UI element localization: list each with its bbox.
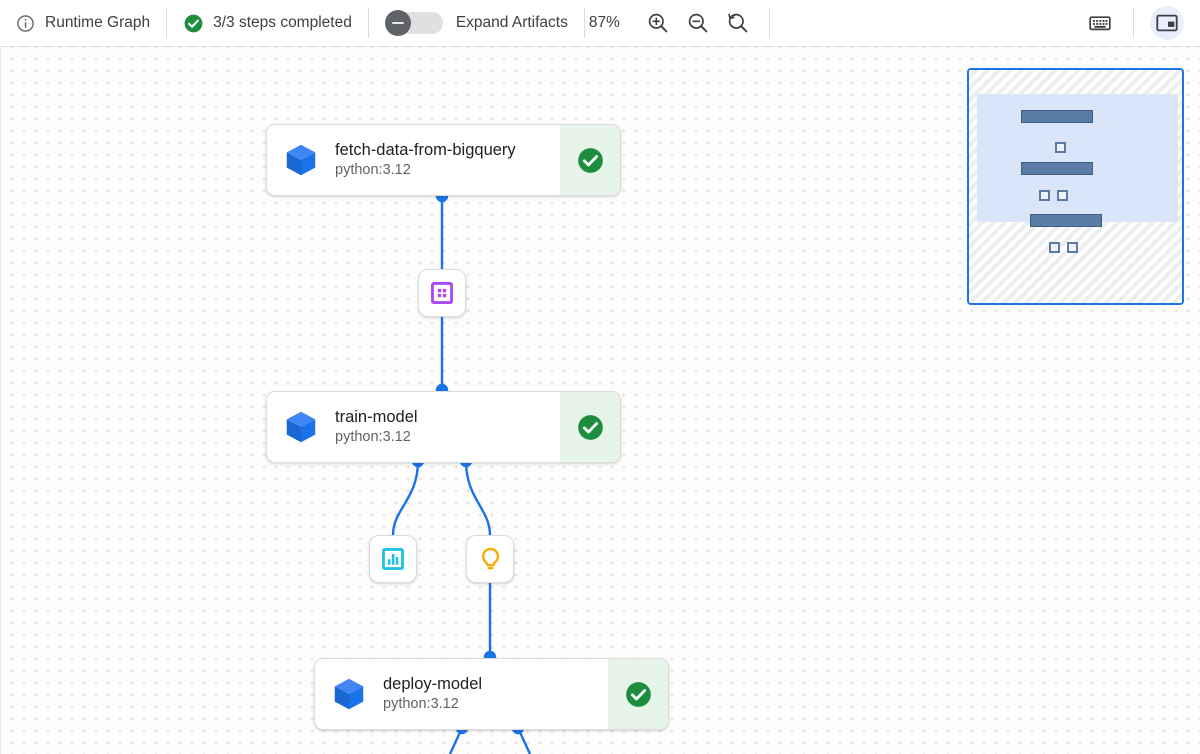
minimap-node (1021, 110, 1093, 123)
minimap-node (1030, 214, 1102, 227)
runtime-graph-title-group: Runtime Graph (0, 0, 166, 47)
check-circle-icon (183, 13, 204, 34)
minimap-artifact (1049, 242, 1060, 253)
node-title: train-model (335, 408, 418, 426)
bar-chart-icon (382, 548, 404, 570)
top-toolbar: Runtime Graph 3/3 steps completed Expand… (0, 0, 1200, 47)
toolbar-divider-3 (583, 8, 585, 38)
zoom-out-icon[interactable] (681, 6, 715, 40)
expand-artifacts-group: Expand Artifacts (369, 0, 584, 47)
artifact-dataset[interactable] (418, 269, 466, 317)
node-deploy-model[interactable]: deploy-model python:3.12 (314, 658, 669, 730)
minimap-artifact (1067, 242, 1078, 253)
toolbar-spacer (770, 0, 1067, 47)
minimap-artifact (1039, 190, 1050, 201)
graph-minimap[interactable] (967, 68, 1184, 305)
node-title: deploy-model (383, 675, 483, 693)
check-circle-icon (577, 414, 603, 440)
node-title: fetch-data-from-bigquery (335, 141, 516, 159)
graph-canvas[interactable]: fetch-data-from-bigquery python:3.12 (0, 47, 1200, 754)
cube-icon (267, 392, 335, 462)
toggle-knob (384, 10, 411, 36)
minimap-node (1021, 162, 1093, 175)
toolbar-divider-5 (1133, 8, 1134, 38)
toolbar-divider-4 (768, 8, 770, 38)
node-subtitle: python:3.12 (335, 162, 411, 178)
node-fetch-data-from-bigquery[interactable]: fetch-data-from-bigquery python:3.12 (266, 124, 621, 196)
zoom-in-icon[interactable] (641, 6, 675, 40)
expand-artifacts-toggle[interactable] (384, 10, 443, 36)
toolbar-divider-1 (166, 8, 168, 38)
minimap-artifact (1055, 142, 1066, 153)
node-subtitle: python:3.12 (335, 429, 411, 445)
check-circle-icon (577, 147, 603, 173)
dataset-icon (431, 282, 453, 304)
expand-artifacts-label: Expand Artifacts (455, 14, 568, 31)
node-status-badge (560, 392, 620, 462)
steps-status-group: 3/3 steps completed (167, 0, 368, 47)
node-text-block: fetch-data-from-bigquery python:3.12 (335, 125, 560, 195)
artifact-insight[interactable] (466, 535, 514, 583)
lightbulb-icon (481, 547, 499, 569)
minimap-toggle-group (1134, 0, 1200, 47)
node-subtitle: python:3.12 (383, 696, 459, 712)
toolbar-divider-2 (367, 8, 369, 38)
node-status-badge (608, 659, 668, 729)
minimap-artifact (1057, 190, 1068, 201)
keyboard-icon[interactable] (1083, 6, 1117, 40)
node-train-model[interactable]: train-model python:3.12 (266, 391, 621, 463)
node-text-block: train-model python:3.12 (335, 392, 560, 462)
zoom-level-label: 87% (588, 14, 620, 31)
info-circle-icon (16, 14, 35, 33)
artifact-metrics[interactable] (369, 535, 417, 583)
check-circle-icon (625, 681, 651, 707)
steps-completed-text: 3/3 steps completed (213, 14, 352, 31)
keyboard-shortcuts-group (1067, 0, 1133, 47)
cube-icon (315, 659, 383, 729)
picture-in-picture-icon[interactable] (1150, 6, 1184, 40)
node-text-block: deploy-model python:3.12 (383, 659, 608, 729)
zoom-controls (641, 6, 769, 40)
page-title: Runtime Graph (45, 14, 151, 31)
zoom-reset-icon[interactable] (721, 6, 755, 40)
node-status-badge (560, 125, 620, 195)
cube-icon (267, 125, 335, 195)
